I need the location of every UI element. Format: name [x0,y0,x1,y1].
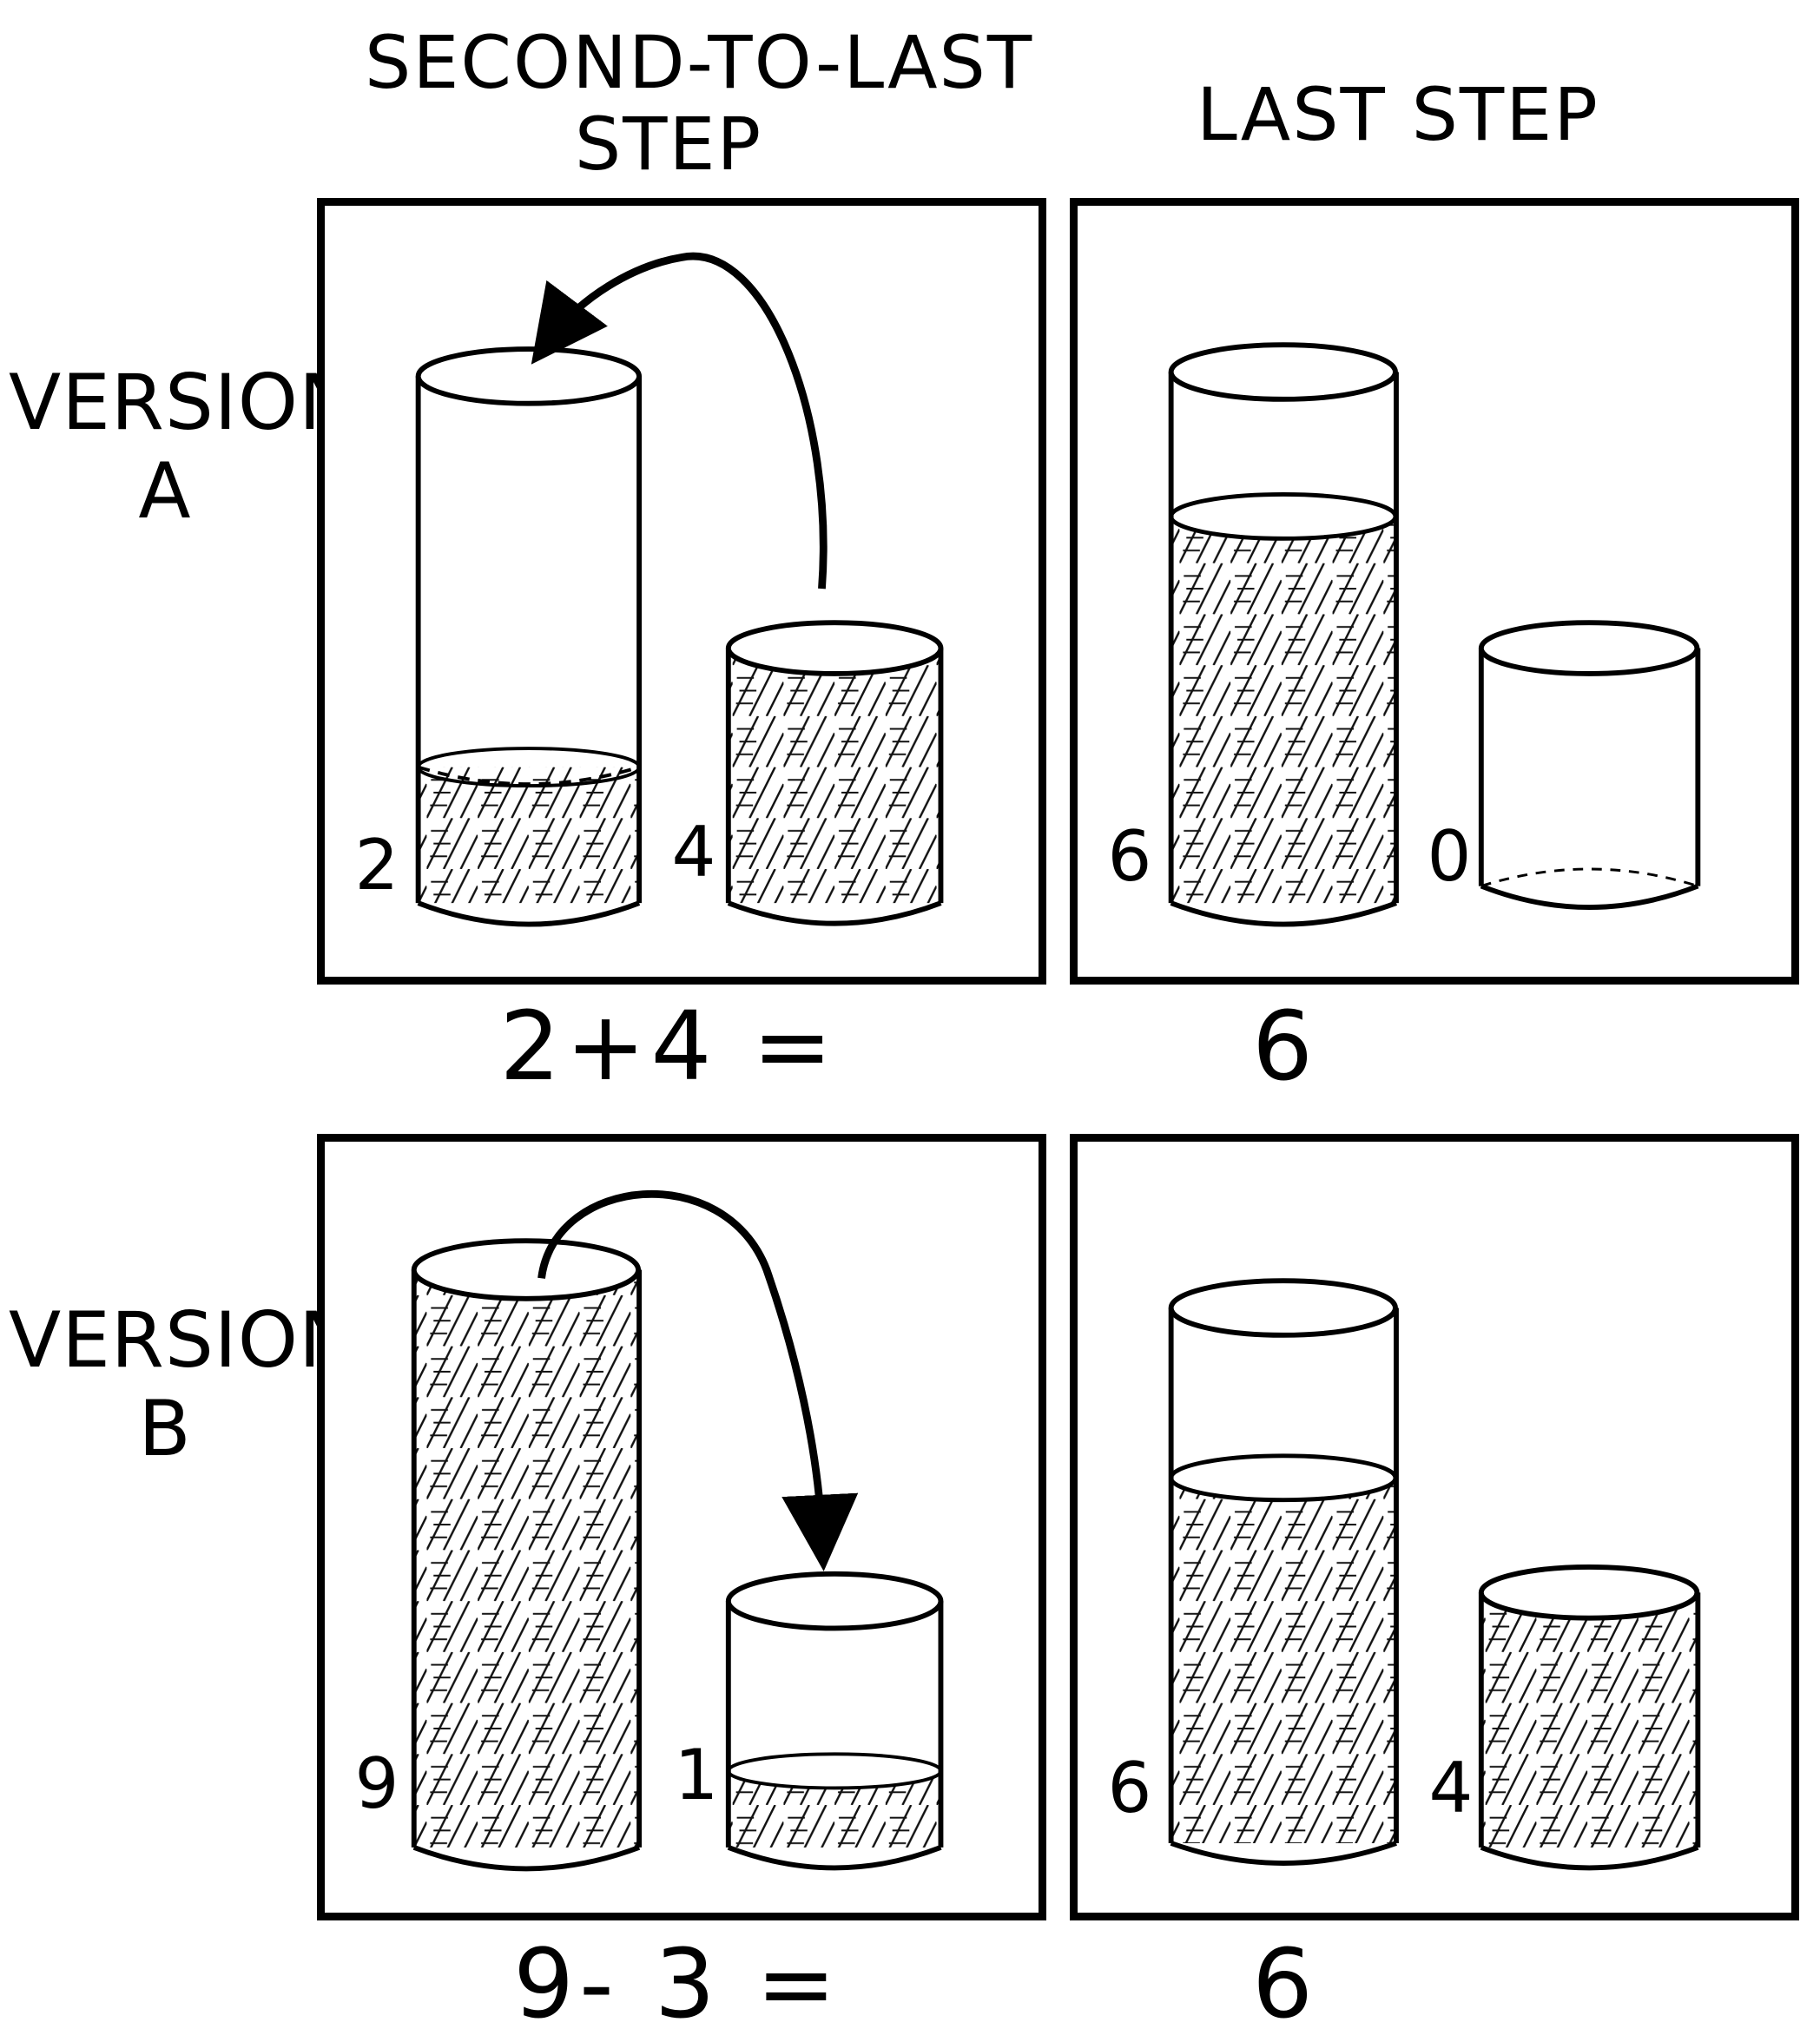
amount-left: 2 [354,825,399,906]
panel-version-a-second-to-last: 2 4 [317,198,1046,985]
cylinders-b-last [1168,1278,1701,1871]
result-version-b: 6 [1252,1928,1318,2039]
column-heading-second-to-last-line2: STEP [574,102,763,187]
cylinders-a-second-to-last [415,252,944,927]
cylinder-left [1168,342,1399,927]
panel-version-b-last: 6 4 [1070,1134,1799,1920]
cylinder-right [1478,1564,1701,1871]
equation-version-a: 2+4 = [499,991,838,1102]
row-heading-version-a-line2: A [138,446,192,536]
cylinder-left [1168,1278,1399,1866]
row-heading-version-a: VERSION A [9,358,357,536]
pour-arrow [531,252,828,590]
cylinder-right [725,620,944,926]
amount-left: 6 [1107,816,1152,897]
row-heading-version-b: VERSION B [9,1295,357,1473]
amount-right: 4 [671,812,716,893]
pour-arrow [537,1190,859,1571]
column-heading-second-to-last: SECOND-TO-LAST STEP [365,20,1034,187]
row-heading-version-a-line1: VERSION [9,358,357,447]
amount-right: 4 [1428,1748,1474,1828]
cylinder-right [1478,620,1701,910]
cylinder-left [415,346,643,927]
cylinders-b-second-to-last [411,1190,944,1872]
amount-right: 1 [674,1735,719,1815]
row-heading-version-b-line2: B [138,1384,192,1473]
cylinders-a-last [1168,342,1701,927]
cylinder-left [411,1238,643,1872]
amount-right: 0 [1427,816,1472,897]
panel-version-a-last: 6 0 [1070,198,1799,985]
panel-version-b-second-to-last: 9 1 [317,1134,1046,1920]
amount-left: 6 [1107,1748,1152,1828]
column-heading-second-to-last-line1: SECOND-TO-LAST [365,20,1034,105]
amount-left: 9 [354,1743,399,1824]
column-heading-last-step: LAST STEP [1197,72,1599,157]
result-version-a: 6 [1252,991,1318,1102]
row-heading-version-b-line1: VERSION [9,1295,357,1385]
cylinder-right [725,1571,944,1871]
equation-version-b: 9- 3 = [513,1928,841,2039]
